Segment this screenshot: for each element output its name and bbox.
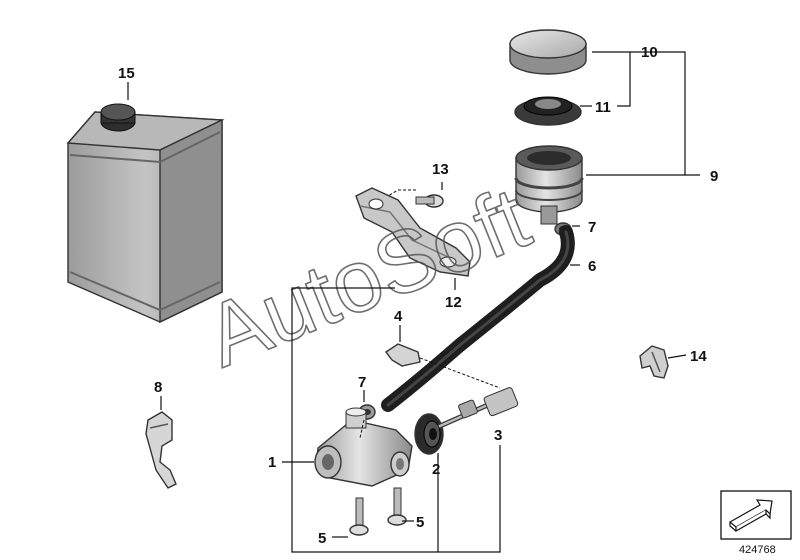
callout-12: 12 [445,294,462,311]
callout-4: 4 [394,308,403,325]
hose-clip [384,343,421,367]
mounting-bracket [355,187,471,277]
document-number: 424768 [739,544,776,556]
spring-clip [639,345,669,379]
hose [381,225,575,412]
fluid-canister [66,103,225,324]
callout-5-left: 5 [318,530,326,547]
callout-10: 10 [641,44,658,61]
callout-8: 8 [154,379,162,396]
reservoir-cap [509,29,587,75]
callout-1: 1 [268,454,276,471]
clutch-master-cylinder [314,407,413,487]
screw-5-left [349,497,369,536]
callout-7-upper: 7 [588,219,596,236]
callout-9: 9 [710,168,718,185]
callout-15: 15 [118,65,135,82]
callout-2: 2 [432,461,440,478]
arrow-box-icon[interactable] [720,490,792,540]
callout-7-lower: 7 [358,374,366,391]
bolt-13 [415,194,444,208]
callout-3: 3 [494,427,502,444]
fluid-reservoir [514,145,584,225]
screw-5-right [387,487,407,526]
callout-6: 6 [588,258,596,275]
diaphragm-seal [514,96,582,126]
callout-5-right: 5 [416,514,424,531]
leader-lines [127,51,700,553]
grommet [414,413,444,455]
callouts: 15 10 11 9 13 7 6 12 4 14 7 8 3 1 2 5 5 [118,44,718,547]
callout-14: 14 [690,348,707,365]
callout-13: 13 [432,161,449,178]
push-rod [437,387,519,429]
callout-11: 11 [595,99,611,116]
cable-holder [145,411,177,489]
